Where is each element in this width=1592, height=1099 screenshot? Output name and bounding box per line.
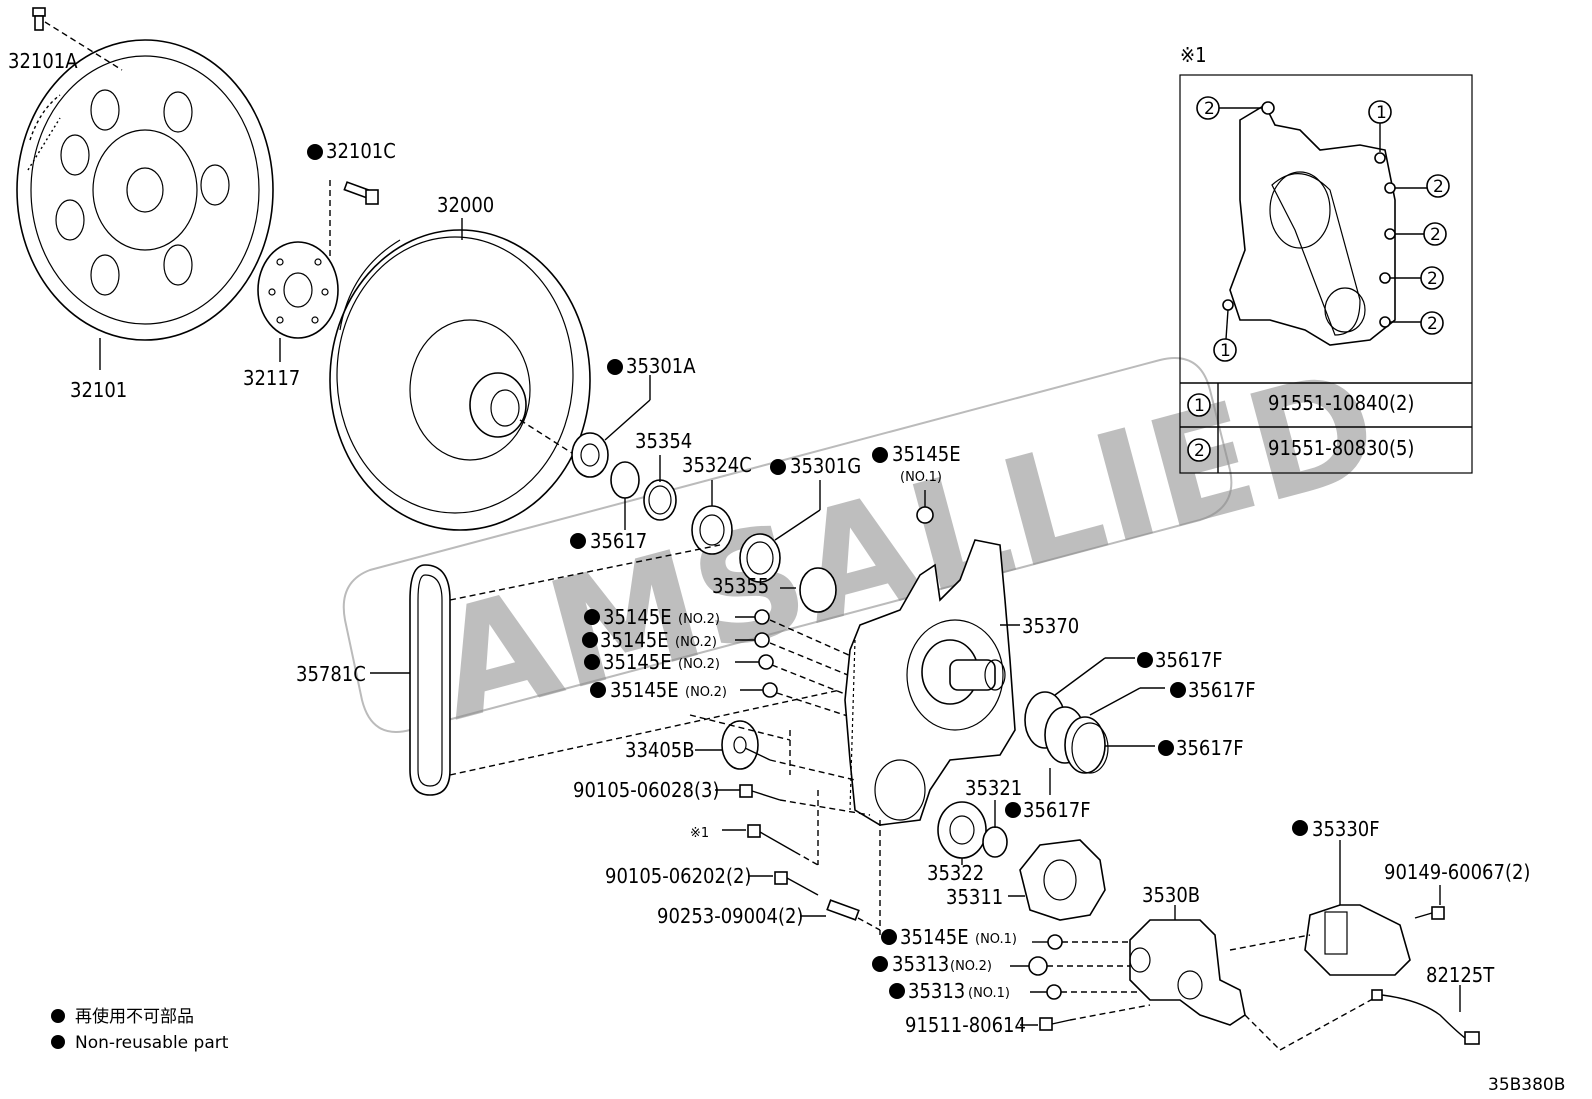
inset-row2-circle: 2 [1194, 441, 1205, 461]
legend-non-reusable-jp: 再使用不可部品 [75, 1006, 194, 1027]
solenoid-valve-3530B [1129, 919, 1246, 1026]
label-91511-80614: 91511-80614 [905, 1013, 1026, 1037]
label-35355: 35355 [712, 574, 769, 598]
lower-plugs [1010, 934, 1140, 1000]
plug-35145E-no1-top [916, 506, 934, 524]
label-35311: 35311 [946, 885, 1003, 909]
inset-row1-part: 91551-10840(2) [1268, 391, 1414, 415]
bolt-32101C [343, 181, 379, 205]
rotor-35322 [937, 801, 987, 859]
inset-ref-mark: ※1 [1180, 43, 1207, 67]
sprocket-35324C [691, 505, 733, 555]
gear-33405B [721, 720, 771, 770]
label-32101A: 32101A [8, 49, 78, 73]
svg-text:2: 2 [1433, 177, 1444, 197]
label-90149-60067: 90149-60067(2) [1384, 860, 1530, 884]
label-32000: 32000 [437, 193, 494, 217]
label-no1-f: (NO.1) [968, 986, 1010, 1001]
legend-non-reusable-en: Non-reusable part [75, 1033, 229, 1053]
label-no2-c: (NO.2) [678, 657, 720, 672]
label-35370: 35370 [1022, 614, 1079, 638]
label-no1-top: (NO.1) [900, 470, 942, 485]
snap-ring-35355 [799, 567, 837, 613]
label-3530B: 3530B [1142, 883, 1200, 907]
label-35330F: 35330F [1312, 817, 1380, 841]
label-35322: 35322 [927, 861, 984, 885]
label-35145E-a: 35145E [603, 605, 672, 629]
label-ref1: ※1 [690, 826, 709, 841]
label-35781C: 35781C [296, 662, 366, 686]
inset-panel: 2 1 2 2 2 2 1 [1179, 74, 1473, 474]
svg-text:1: 1 [1220, 341, 1231, 361]
label-35617F-4: 35617F [1023, 798, 1091, 822]
ring-35354 [643, 479, 677, 521]
label-35301A: 35301A [626, 354, 696, 378]
svg-text:2: 2 [1427, 269, 1438, 289]
cover-35311 [1019, 839, 1106, 921]
strainer-35330F [1304, 904, 1411, 976]
label-82125T: 82125T [1426, 963, 1495, 987]
bolt-91511-80614 [1039, 1017, 1071, 1031]
label-35313-b: 35313 [908, 979, 965, 1003]
oil-pump-body-35370 [844, 539, 1016, 826]
label-35354: 35354 [635, 429, 692, 453]
label-35145E-e: 35145E [900, 925, 969, 949]
bolt-90105-06202 [774, 871, 819, 896]
label-32101: 32101 [70, 378, 127, 402]
label-33405B: 33405B [625, 738, 695, 762]
label-no1-e: (NO.1) [975, 932, 1017, 947]
label-no2-d: (NO.2) [685, 685, 727, 700]
label-35313-a: 35313 [892, 952, 949, 976]
inset-row1-circle: 1 [1194, 396, 1205, 416]
label-35617F-2: 35617F [1188, 678, 1256, 702]
chain-35781C [409, 564, 451, 796]
sensor-82125T [1371, 989, 1480, 1045]
label-90105-06028: 90105-06028(3) [573, 778, 719, 802]
label-35145E-c: 35145E [603, 650, 672, 674]
bolt-90105-06028 [739, 784, 781, 801]
svg-text:2: 2 [1204, 99, 1215, 119]
label-90253-09004: 90253-09004(2) [657, 904, 803, 928]
label-32117: 32117 [243, 366, 300, 390]
torque-converter-32000 [329, 229, 591, 531]
ring-35617 [610, 461, 640, 499]
rotor-35321 [982, 826, 1008, 858]
bolt-ref1 [747, 824, 796, 853]
svg-text:2: 2 [1427, 314, 1438, 334]
oil-seal-35301G [739, 533, 781, 583]
label-35145E-b: 35145E [600, 628, 669, 652]
label-90105-06202: 90105-06202(2) [605, 864, 751, 888]
plug-group-35145E-no2 [735, 609, 861, 721]
diagram-code: 35B380B [1488, 1075, 1565, 1095]
label-no2-e: (NO.2) [950, 959, 992, 974]
label-35301G: 35301G [790, 454, 861, 478]
oil-seal-35301A [571, 432, 609, 478]
bolt-90149-60067 [1414, 906, 1445, 920]
label-no2-a: (NO.2) [678, 612, 720, 627]
label-35617F-1: 35617F [1155, 648, 1223, 672]
non-reusable-markers [51, 144, 1308, 1049]
svg-text:2: 2 [1430, 225, 1441, 245]
drive-plate-32101 [16, 39, 274, 341]
label-no2-b: (NO.2) [675, 635, 717, 650]
label-35145E-top: 35145E [892, 442, 961, 466]
pin-90253-09004 [826, 899, 860, 921]
bolt-32101A [32, 7, 46, 31]
label-35321: 35321 [965, 776, 1022, 800]
label-35324C: 35324C [682, 453, 752, 477]
svg-text:1: 1 [1376, 103, 1387, 123]
seal-rings-35617F [1024, 691, 1109, 774]
label-32101C: 32101C [326, 139, 396, 163]
label-35145E-d: 35145E [610, 678, 679, 702]
label-35617: 35617 [590, 529, 647, 553]
inset-row2-part: 91551-80830(5) [1268, 436, 1414, 460]
spacer-32117 [257, 241, 339, 339]
label-35617F-3: 35617F [1176, 736, 1244, 760]
